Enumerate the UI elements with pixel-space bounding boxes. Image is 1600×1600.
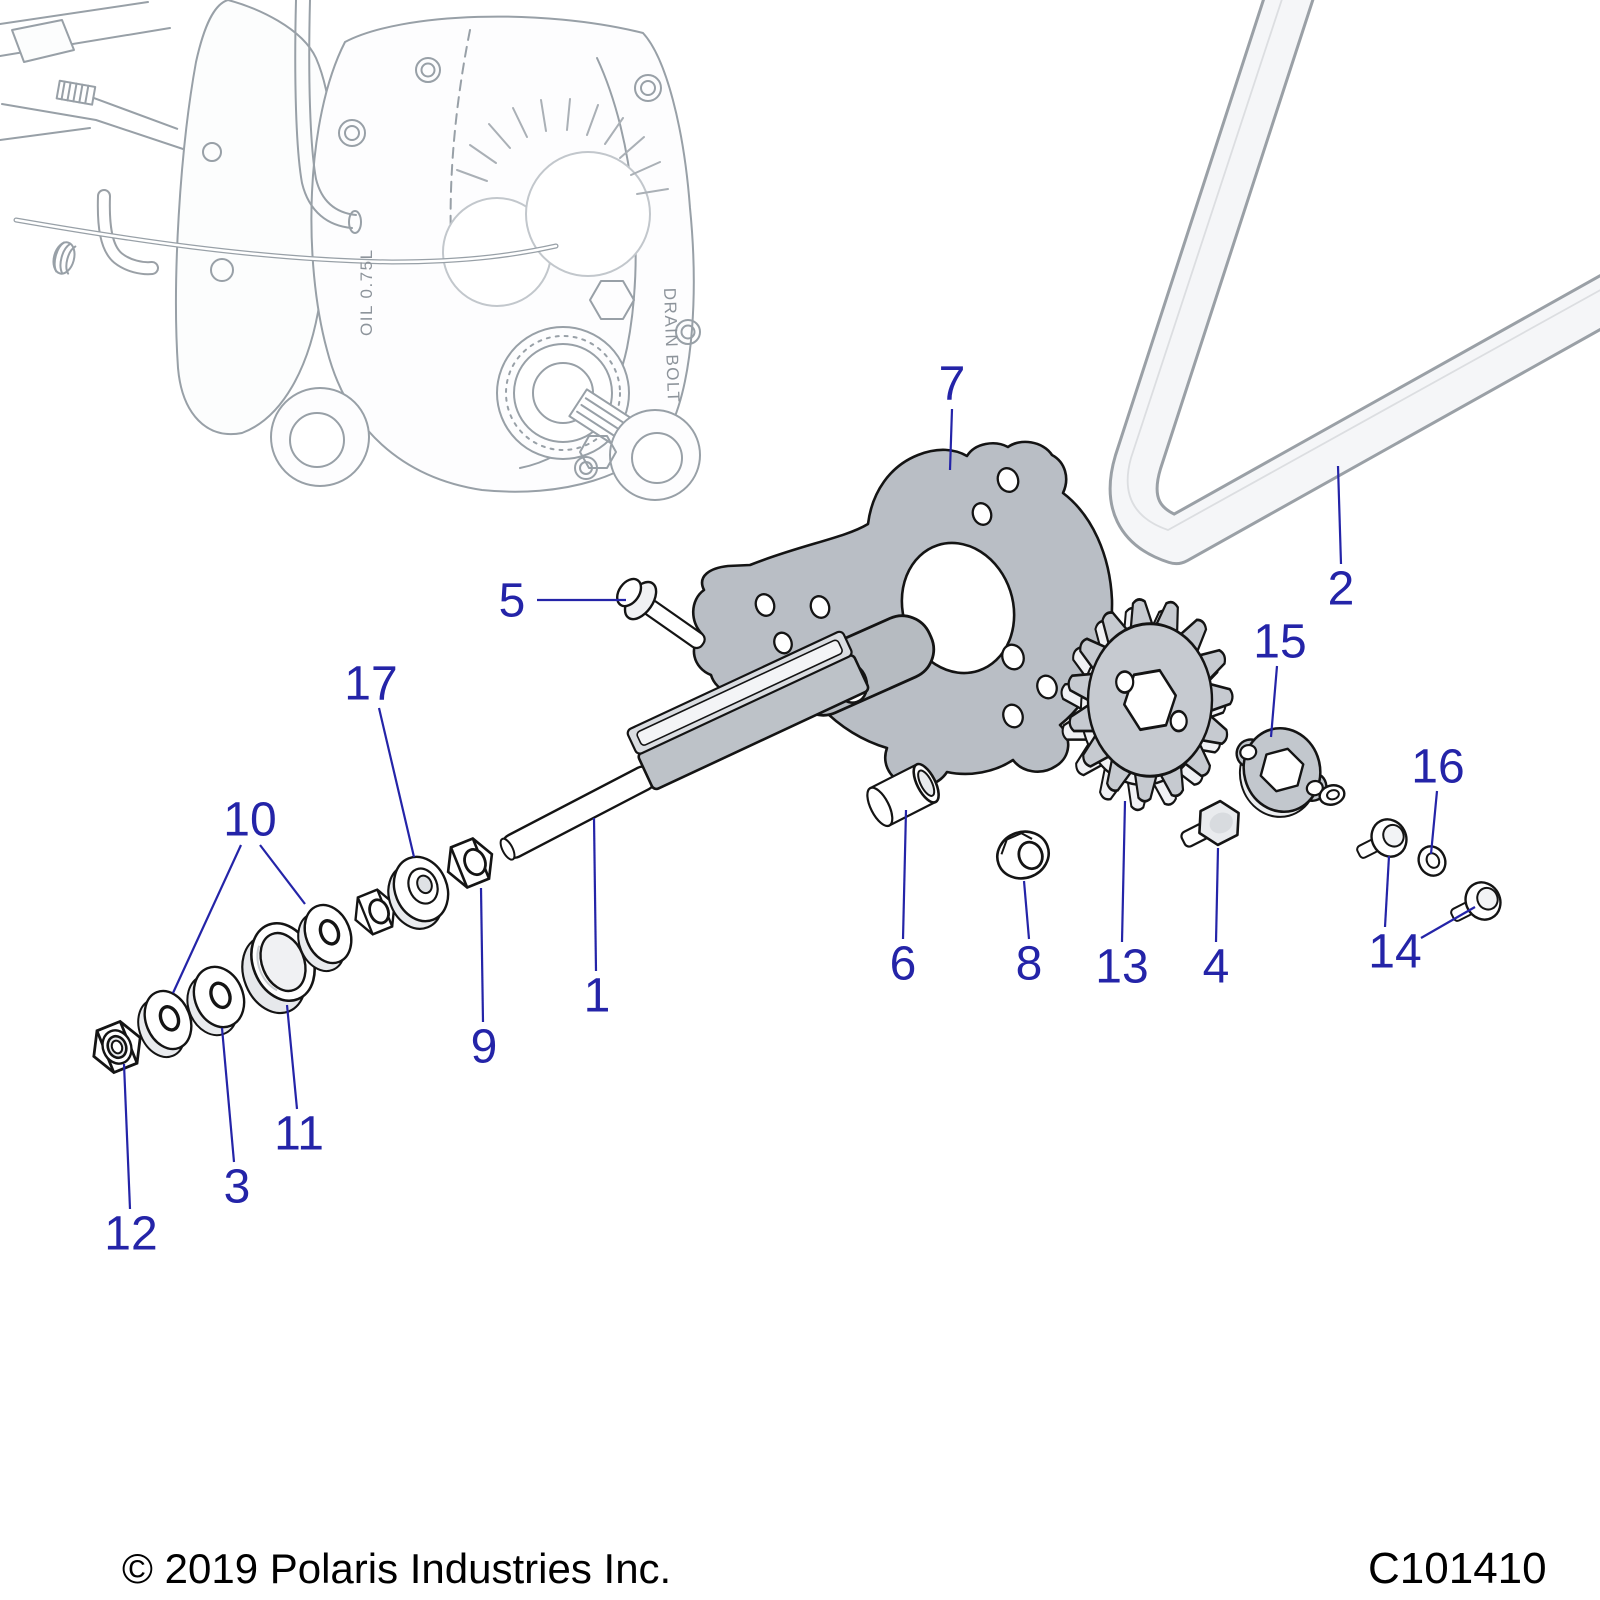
callout-label-16: 16 bbox=[1411, 741, 1464, 794]
leader-line-17 bbox=[377, 707, 416, 858]
callout-label-4: 4 bbox=[1203, 941, 1230, 994]
leader-line-12 bbox=[122, 1063, 132, 1210]
callout-label-7: 7 bbox=[939, 358, 966, 411]
part-bolt-5 bbox=[616, 577, 706, 650]
leader-line-4 bbox=[1214, 847, 1220, 943]
mounting-eyes bbox=[270, 387, 701, 501]
footer-copyright: © 2019 Polaris Industries Inc. bbox=[122, 1545, 671, 1592]
leader-line-7 bbox=[948, 408, 954, 471]
engine-oil-label: OIL 0.75L bbox=[357, 248, 376, 336]
cover-hump bbox=[525, 151, 651, 277]
callout-label-15: 15 bbox=[1253, 616, 1306, 669]
part-washer-17 bbox=[387, 855, 450, 930]
engine-rear-plate bbox=[175, 0, 334, 436]
part-bushing-6 bbox=[866, 762, 940, 828]
footer-code: C101410 bbox=[1368, 1544, 1547, 1593]
sprocket-spline-bore bbox=[1123, 668, 1177, 732]
leader-line-2 bbox=[1336, 465, 1343, 565]
leader-line-14 bbox=[1383, 855, 1391, 928]
callout-label-11: 11 bbox=[274, 1108, 324, 1161]
sunburst-rays bbox=[456, 98, 669, 195]
frame-bracket bbox=[11, 19, 75, 63]
part-adjuster-shaft-1 bbox=[499, 614, 936, 861]
part-snap-ring bbox=[1318, 784, 1346, 806]
part-retainer-15 bbox=[1235, 726, 1328, 818]
engine-bolts bbox=[338, 57, 701, 480]
part-nut-9 bbox=[438, 832, 502, 894]
frame-tube bbox=[1, 103, 211, 159]
leader-line-11 bbox=[285, 1004, 299, 1110]
output-bearing bbox=[496, 326, 639, 460]
callout-label-10: 10 bbox=[223, 794, 276, 847]
part-washer-3 bbox=[186, 965, 246, 1037]
part-flange-nut-8 bbox=[996, 830, 1050, 880]
part-locknut-12 bbox=[83, 1015, 151, 1079]
callout-label-17: 17 bbox=[344, 658, 397, 711]
callout-label-9: 9 bbox=[471, 1021, 498, 1074]
leader-line-9 bbox=[479, 887, 485, 1023]
leader-line-10 bbox=[259, 844, 306, 905]
leader-line-14 bbox=[1420, 906, 1476, 939]
frame-tube bbox=[0, 1, 149, 25]
callout-label-12: 12 bbox=[104, 1208, 157, 1261]
chain-highlight bbox=[1126, 0, 1600, 531]
part-washer-10a bbox=[137, 989, 193, 1059]
part-bolt-4 bbox=[1180, 799, 1240, 848]
frame-tube bbox=[0, 127, 91, 141]
channel-body bbox=[626, 630, 870, 791]
leader-line-6 bbox=[901, 809, 908, 940]
part-bolt-14a bbox=[1356, 818, 1408, 859]
engine-assembly-sketch: OIL 0.75L DRAIN BOLT bbox=[0, 0, 701, 501]
leader-line-3 bbox=[220, 1027, 236, 1163]
callout-label-3: 3 bbox=[224, 1161, 251, 1214]
part-washer-10b bbox=[297, 903, 353, 973]
callout-label-2: 2 bbox=[1328, 563, 1355, 616]
leader-line-15 bbox=[1269, 665, 1279, 738]
callout-label-5: 5 bbox=[499, 575, 526, 628]
leader-line-8 bbox=[1022, 880, 1031, 940]
part-sprocket-13 bbox=[1058, 596, 1235, 813]
callout-label-6: 6 bbox=[890, 938, 917, 991]
leader-line-13 bbox=[1120, 800, 1127, 943]
engine-drain-label: DRAIN BOLT bbox=[660, 287, 683, 403]
callout-label-14: 14 bbox=[1368, 926, 1421, 979]
part-drive-chain bbox=[1108, 0, 1600, 565]
part-washer-16 bbox=[1417, 845, 1447, 877]
shaft-rod bbox=[499, 765, 656, 861]
leader-line-10 bbox=[172, 844, 242, 994]
leader-line-16 bbox=[1429, 790, 1439, 855]
part-bolt-14b bbox=[1450, 881, 1502, 922]
leader-line-1 bbox=[592, 817, 598, 972]
callout-label-8: 8 bbox=[1016, 938, 1043, 991]
part-hex-nut-small bbox=[346, 884, 404, 940]
callout-label-1: 1 bbox=[584, 970, 611, 1023]
callout-label-13: 13 bbox=[1095, 941, 1148, 994]
retainer-spline-bore bbox=[1259, 747, 1305, 793]
